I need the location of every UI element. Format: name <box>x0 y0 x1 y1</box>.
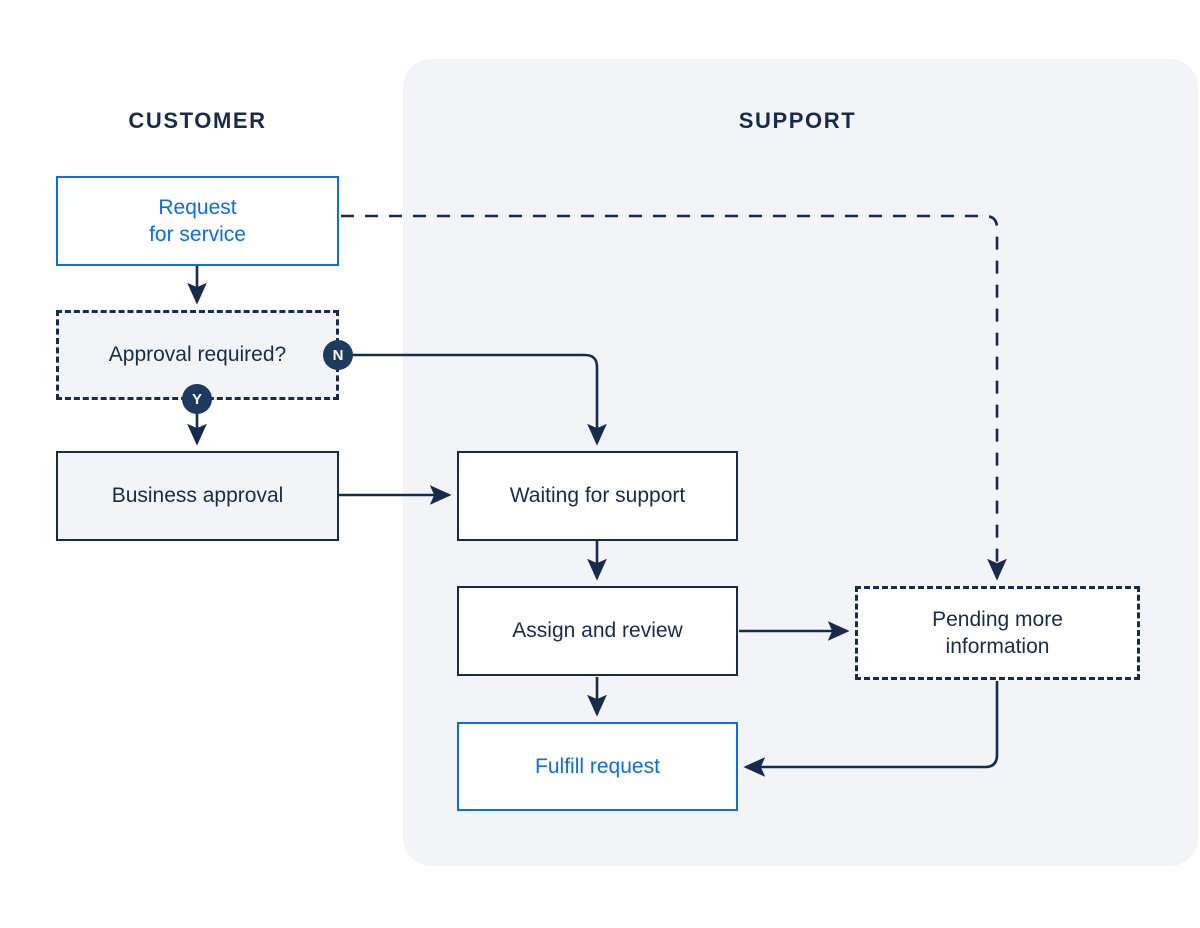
node-business-label: Business approval <box>111 484 284 508</box>
node-assign-and-review[interactable]: Assign and review <box>457 586 738 676</box>
node-pending-line2: information <box>945 635 1050 658</box>
node-assign-label: Assign and review <box>512 619 683 643</box>
node-waiting-for-support[interactable]: Waiting for support <box>457 451 738 541</box>
decision-badge-yes[interactable]: Y <box>182 384 212 414</box>
node-pending-line1: Pending more <box>932 607 1063 631</box>
node-waiting-label: Waiting for support <box>509 484 686 508</box>
node-request-line2: for service <box>149 223 246 246</box>
lane-title-customer: CUSTOMER <box>128 108 267 133</box>
node-fulfill-label: Fulfill request <box>535 754 660 778</box>
node-fulfill-request[interactable]: Fulfill request <box>457 722 738 811</box>
decision-badge-no[interactable]: N <box>323 340 353 370</box>
node-business-approval[interactable]: Business approval <box>56 451 339 541</box>
node-pending-more-information[interactable]: Pending more information <box>855 586 1140 680</box>
node-request-line1: Request <box>158 195 237 219</box>
node-request-for-service[interactable]: Request for service <box>56 176 339 266</box>
node-approval-label: Approval required? <box>108 343 287 367</box>
lane-title-support: SUPPORT <box>738 108 857 133</box>
